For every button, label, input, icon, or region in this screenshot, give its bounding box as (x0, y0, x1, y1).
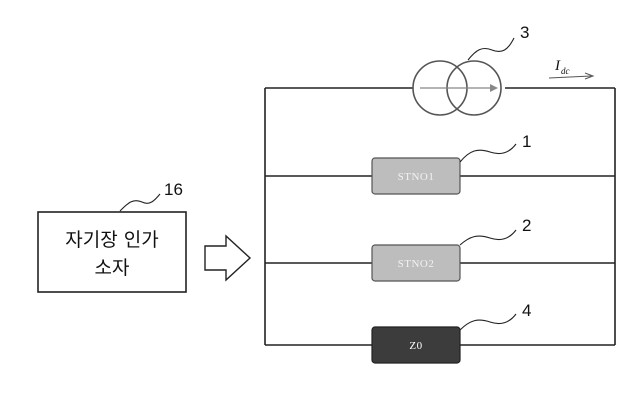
circuit-wires (264, 87, 616, 346)
hollow-arrow-icon (204, 234, 252, 282)
current-label: I dc (548, 58, 595, 80)
field-device-box (37, 211, 187, 293)
current-source-ref-number: 3 (520, 23, 529, 42)
field-device-label-line1: 자기장 인가 (65, 229, 158, 251)
current-arrow-icon (584, 72, 595, 80)
current-source-leader (467, 37, 515, 61)
component-stno2-leader (459, 229, 517, 246)
component-z0-label: Z0 (409, 340, 422, 352)
component-stno1-ref-number: 1 (522, 132, 531, 151)
component-z0: Z0 (371, 326, 461, 364)
component-stno2-label: STNO2 (398, 258, 435, 270)
current-symbol: I (554, 58, 561, 74)
component-stno2-ref-number: 2 (522, 216, 531, 235)
current-source-icon (412, 60, 502, 116)
field-device-leader (119, 193, 161, 212)
component-z0-ref-number: 4 (522, 301, 531, 320)
component-stno1-label: STNO1 (398, 171, 435, 183)
component-stno1-leader (459, 143, 517, 163)
component-stno2: STNO2 (371, 244, 461, 282)
field-device-ref-number: 16 (164, 180, 183, 199)
component-z0-leader (459, 313, 517, 331)
component-stno1: STNO1 (371, 157, 461, 195)
current-subscript: dc (561, 66, 570, 76)
field-device-label-line2: 소자 (95, 257, 130, 279)
